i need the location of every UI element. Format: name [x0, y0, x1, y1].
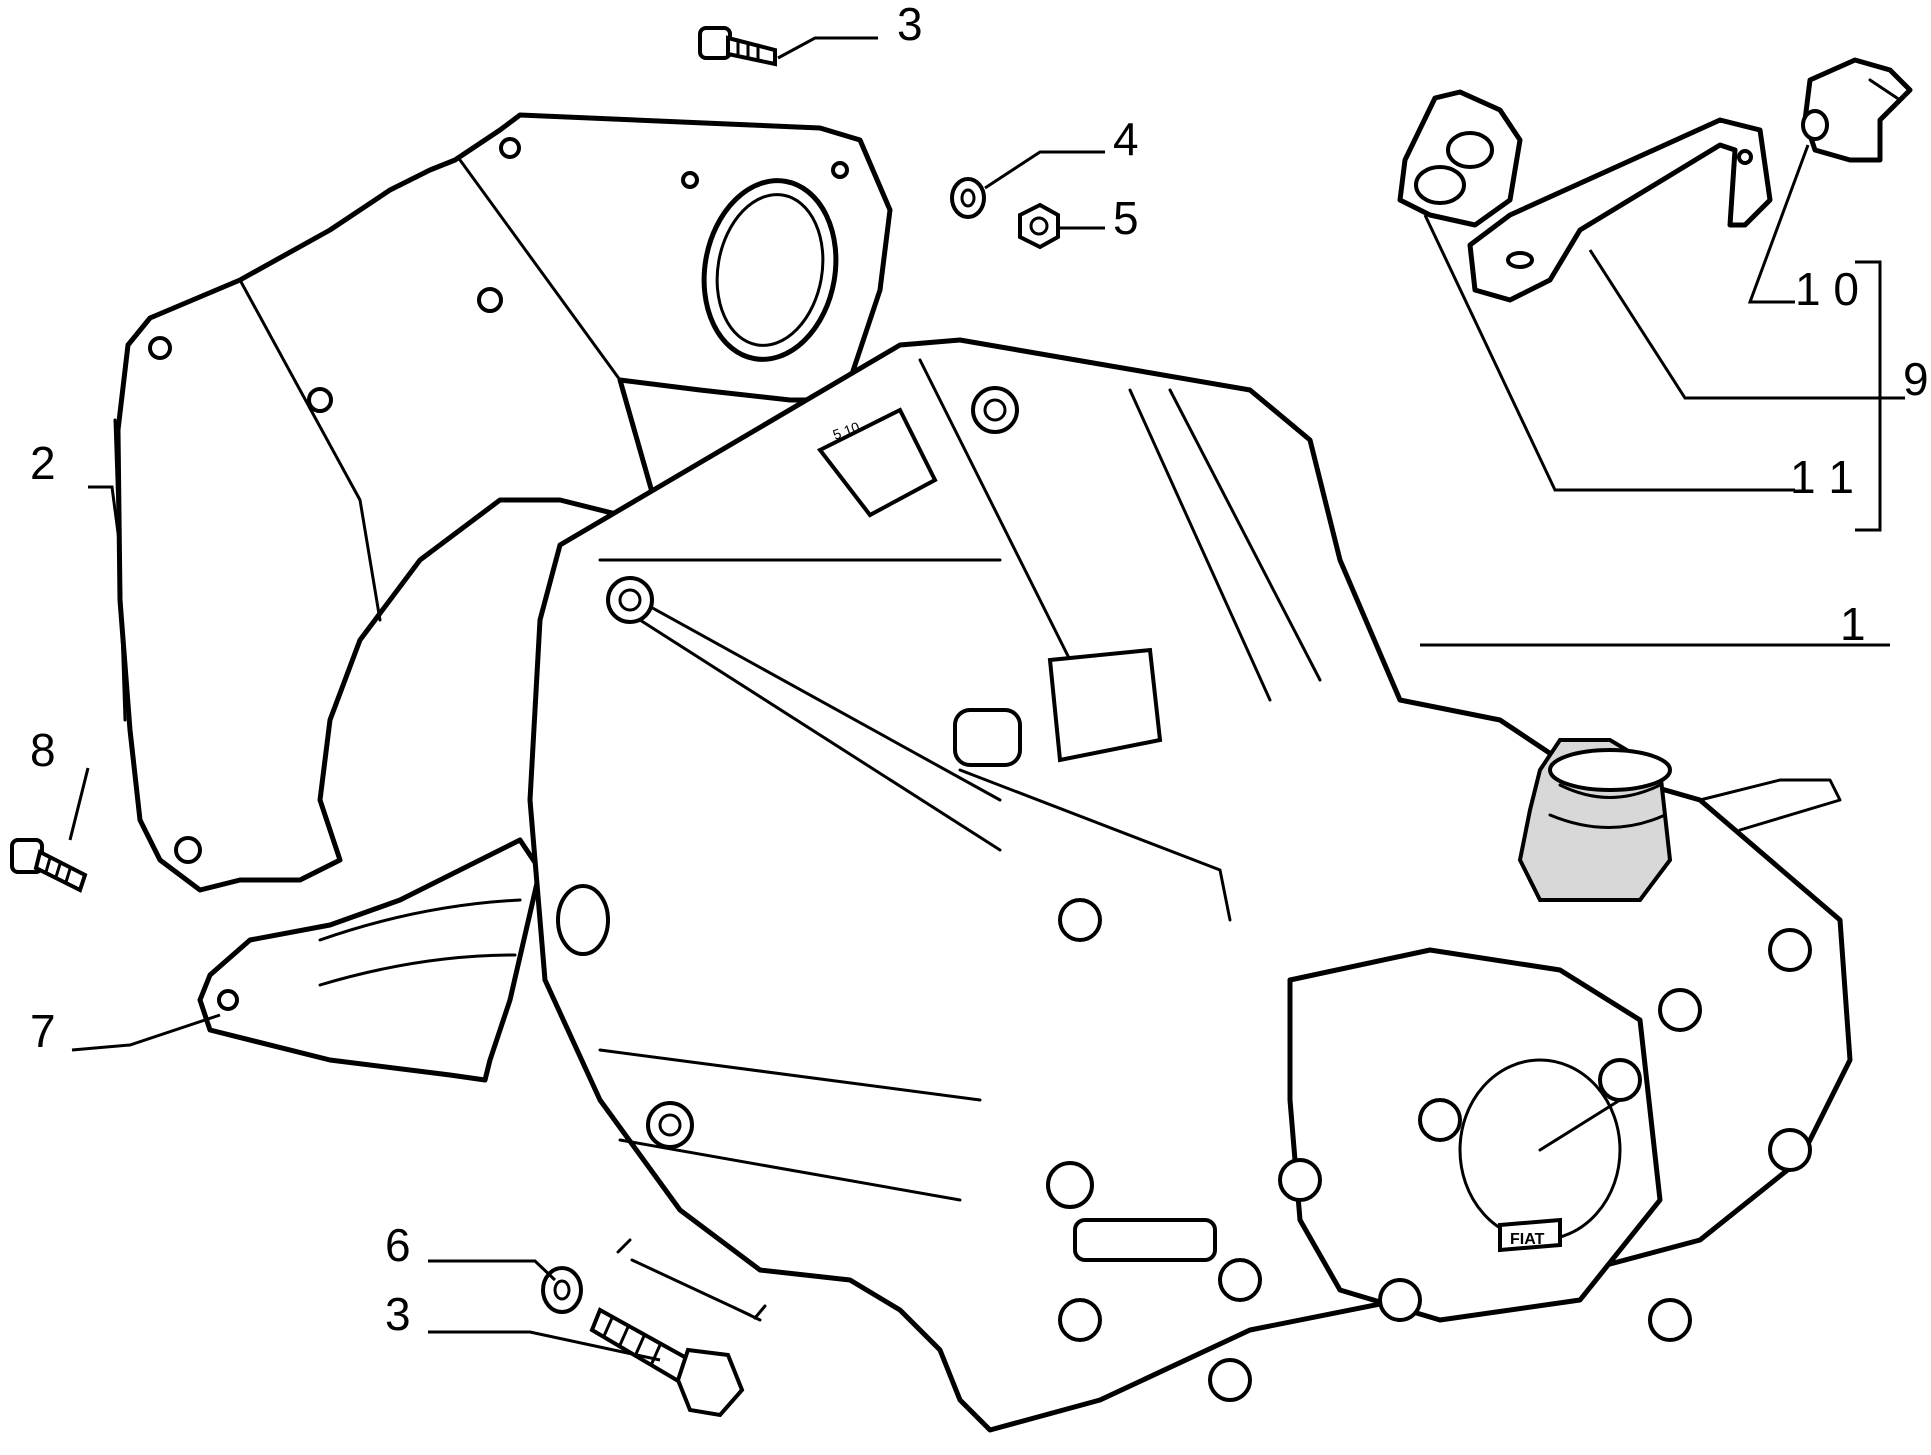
leader-lines	[68, 36, 1905, 1362]
callout-9: 9	[1903, 353, 1929, 405]
callout-1: 1	[1840, 598, 1866, 650]
lower-shield-part-7	[197, 837, 543, 1083]
callout-7: 7	[30, 1005, 56, 1057]
callout-2: 2	[30, 437, 56, 489]
bracket-assembly-part-9	[1467, 117, 1773, 303]
callout-labels: 3 4 5 2 8 7 6 3 1 1 0 9 1 1	[30, 0, 1929, 1340]
callout-6: 6	[385, 1219, 411, 1271]
bolt-part-3-top	[698, 26, 777, 67]
callout-8: 8	[30, 724, 56, 776]
gearbox-housing-part-1: FIAT 5 10	[527, 337, 1853, 1433]
clip-part-11	[1397, 89, 1523, 228]
callout-3-top: 3	[897, 0, 923, 50]
callout-11: 1 1	[1790, 451, 1854, 503]
callout-5: 5	[1113, 192, 1139, 244]
screw-part-8	[10, 838, 88, 893]
fiat-logo: FIAT	[1510, 1231, 1545, 1248]
washer-part-4	[950, 177, 986, 219]
callout-4: 4	[1113, 113, 1139, 165]
callout-10: 1 0	[1795, 263, 1859, 315]
callout-3-bottom: 3	[385, 1288, 411, 1340]
bolt-part-3-bottom	[589, 1238, 767, 1418]
upper-shield-part-2	[113, 112, 893, 893]
clip-part-10	[1801, 57, 1913, 163]
nut-part-5	[1018, 202, 1060, 250]
